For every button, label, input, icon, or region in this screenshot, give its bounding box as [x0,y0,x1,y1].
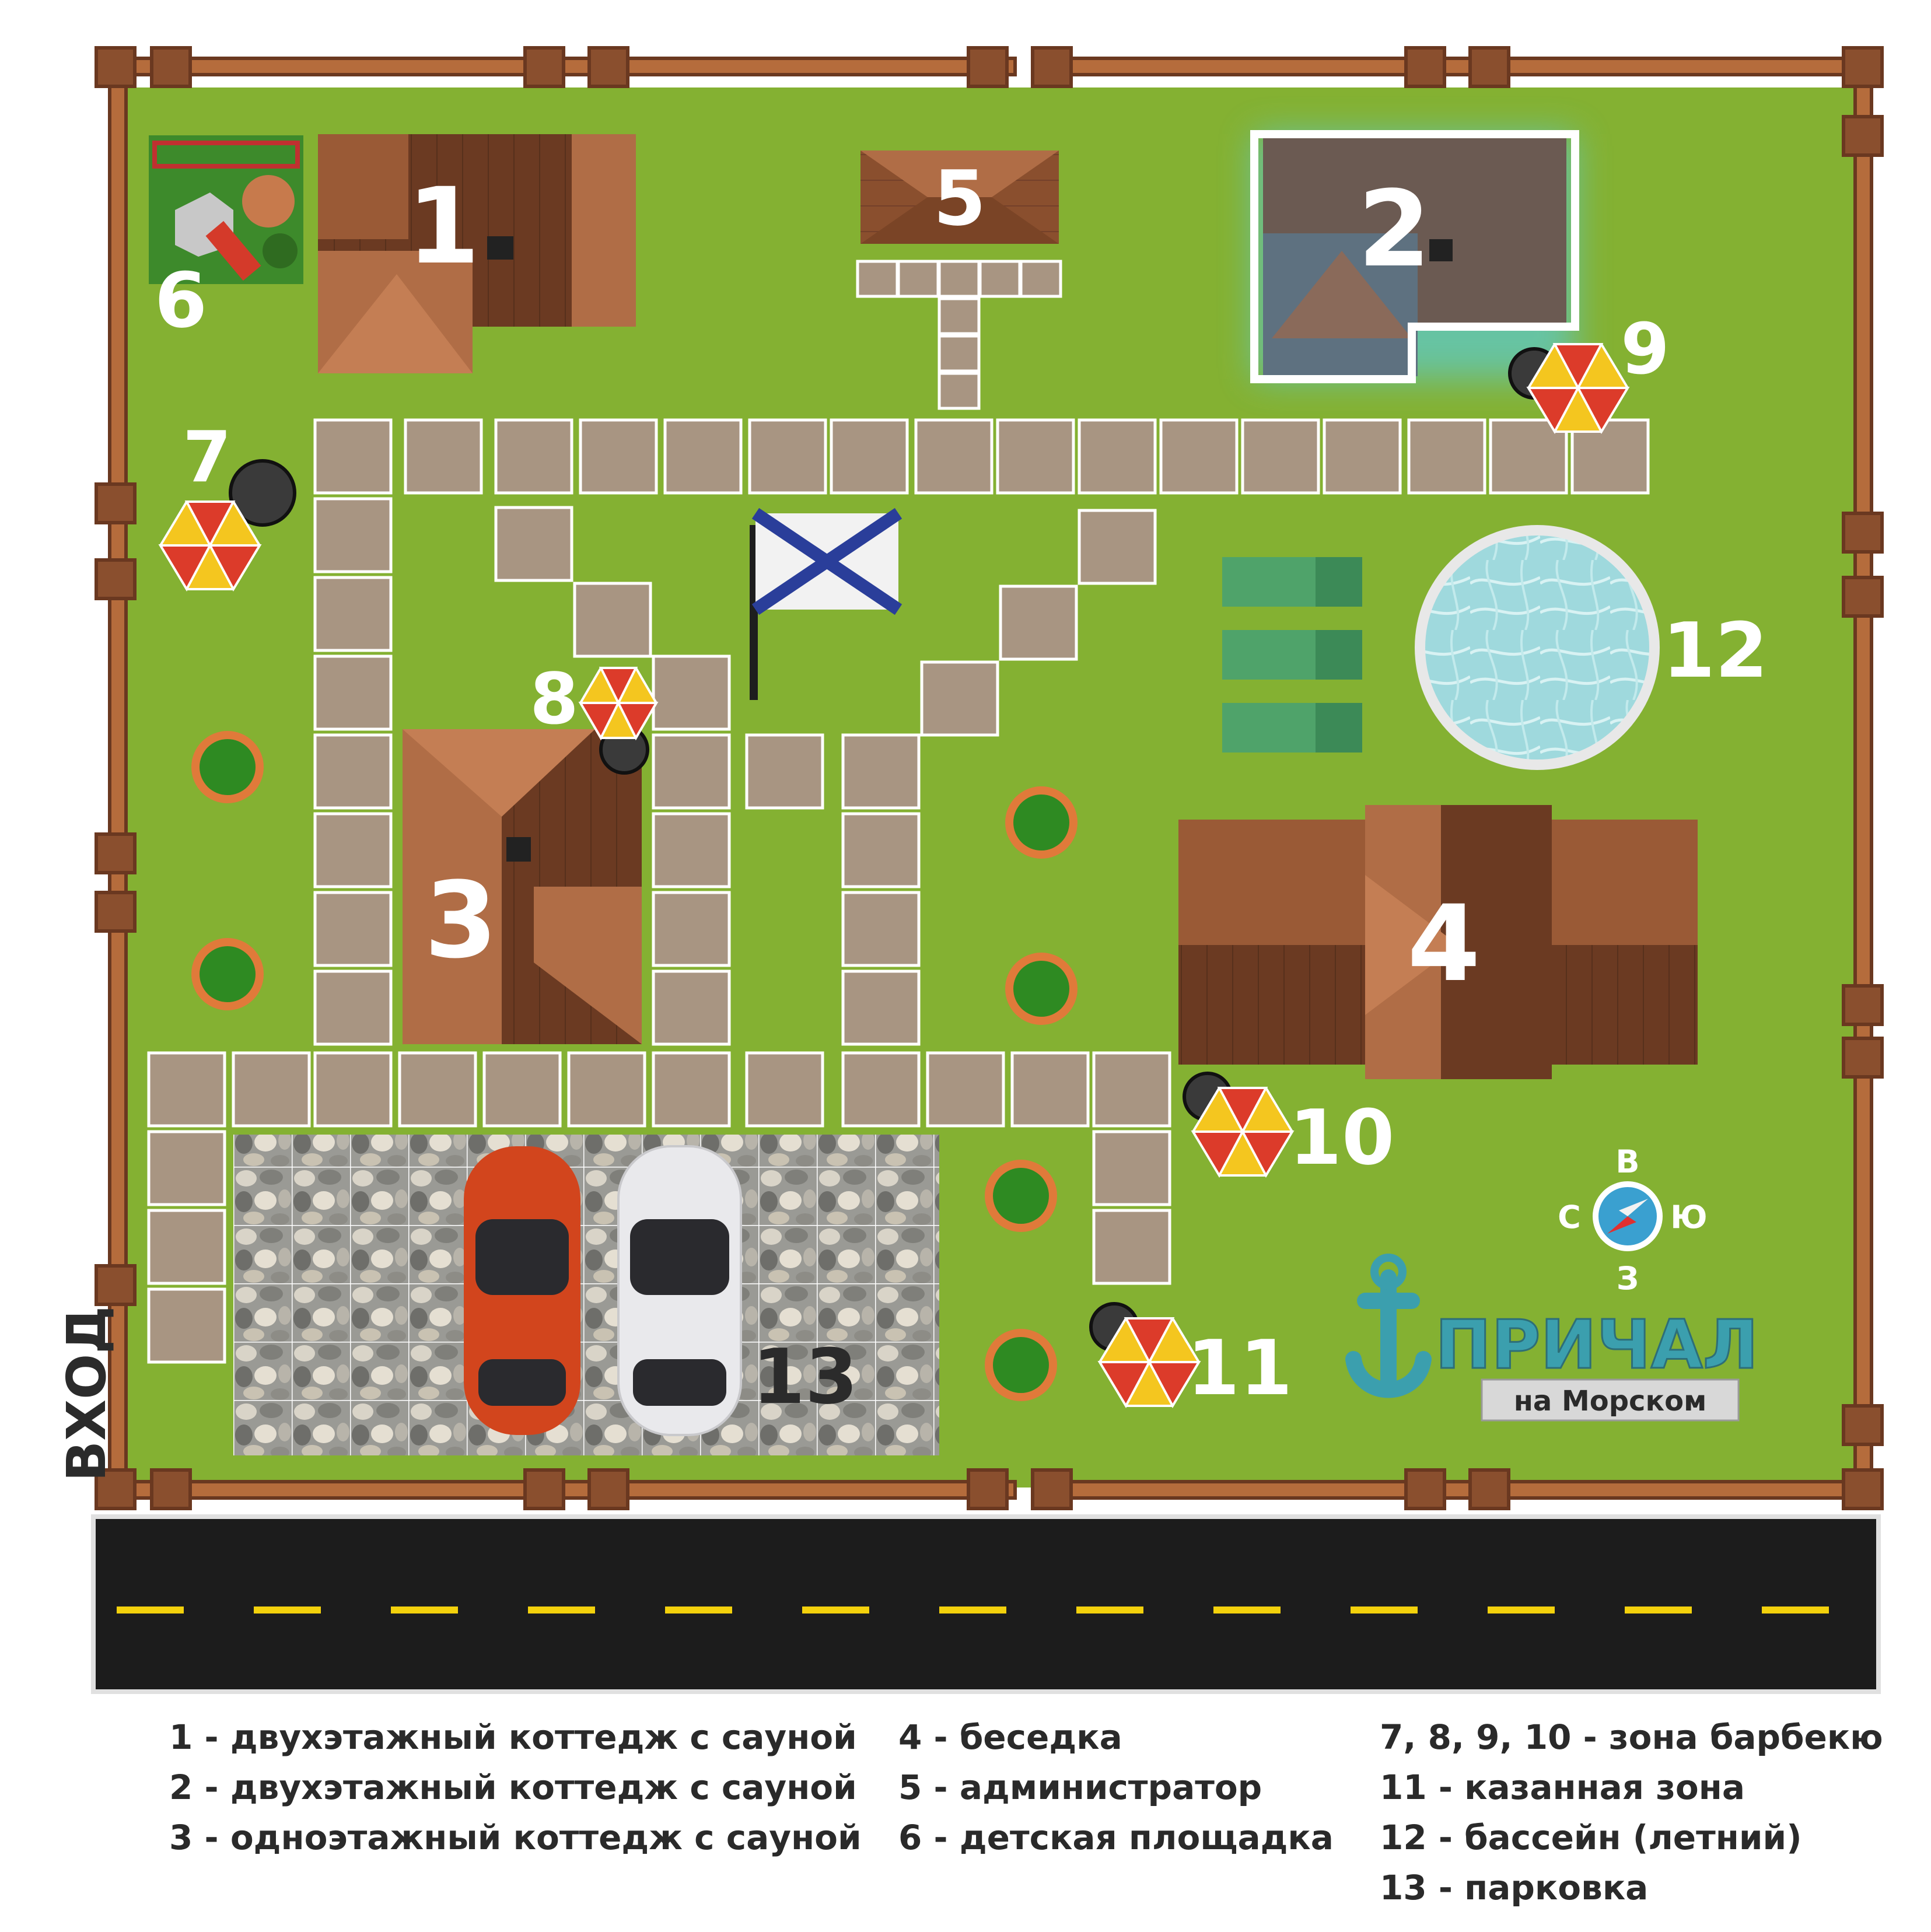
fence [95,46,1884,1510]
playground-6 [149,135,303,284]
cottage-2 [1250,130,1579,383]
car-white [617,1145,742,1436]
potted-plants [191,731,1078,1401]
label-parking-13: 13 [753,1332,858,1421]
legend-item: 11 - казанная зона [1380,1768,1745,1807]
anchor-icon [1370,1254,1407,1290]
compass-north: В [1615,1143,1639,1180]
legend-item: 5 - администратор [898,1768,1262,1807]
legend-column-2: 4 - беседка 5 - администратор 6 - детска… [898,1712,1334,1863]
cottage-3 [403,729,642,1044]
label-admin-5: 5 [933,154,986,243]
label-bbq-8: 8 [530,659,579,740]
gazebo-4 [1178,805,1698,1079]
compass-west: С [1558,1199,1581,1236]
legend-item: 12 - бассейн (летний) [1380,1818,1802,1857]
car-orange [464,1146,580,1435]
logo: ПРИЧАЛ на Морском [1345,1254,1759,1422]
road [91,1514,1881,1694]
paving-paths [147,260,1650,1364]
bbq-umbrellas [158,343,1630,1409]
parking-area [233,1135,939,1455]
logo-title: ПРИЧАЛ [1435,1306,1758,1384]
legend-item: 1 - двухэтажный коттедж с сауной [169,1717,857,1757]
admin-building-5 [860,150,1059,244]
sun-loungers [1222,557,1362,752]
compass-east: Ю [1670,1199,1707,1236]
legend-item: 2 - двухэтажный коттедж с сауной [169,1768,857,1807]
legend-item: 13 - парковка [1380,1868,1649,1908]
logo-subtitle: на Морском [1514,1385,1707,1418]
label-playground-6: 6 [155,256,207,345]
legend-item: 4 - беседка [898,1717,1122,1757]
label-house-3: 3 [424,860,497,982]
legend-item: 6 - детская площадка [898,1818,1334,1857]
legend-item: 3 - одноэтажный коттедж с сауной [169,1818,862,1857]
label-house-2: 2 [1358,169,1430,290]
label-gazebo-4: 4 [1407,883,1480,1005]
entrance-label: ВХОД [55,1306,118,1482]
legend-column-1: 1 - двухэтажный коттедж с сауной 2 - дву… [169,1712,862,1863]
legend-item: 7, 8, 9, 10 - зона барбекю [1380,1717,1883,1757]
compass-south: З [1617,1260,1639,1297]
flag [750,508,902,700]
label-kazan-11: 11 [1187,1324,1293,1412]
label-house-1: 1 [407,166,480,288]
compass-icon: В С Ю З [1558,1143,1708,1297]
pool-12 [1415,525,1660,770]
label-pool-12: 12 [1663,606,1768,695]
cottage-1 [318,134,636,373]
legend-column-3: 7, 8, 9, 10 - зона барбекю 11 - казанная… [1380,1712,1883,1913]
label-bbq-9: 9 [1621,309,1670,390]
label-bbq-10: 10 [1289,1093,1395,1182]
label-bbq-7: 7 [183,417,232,498]
